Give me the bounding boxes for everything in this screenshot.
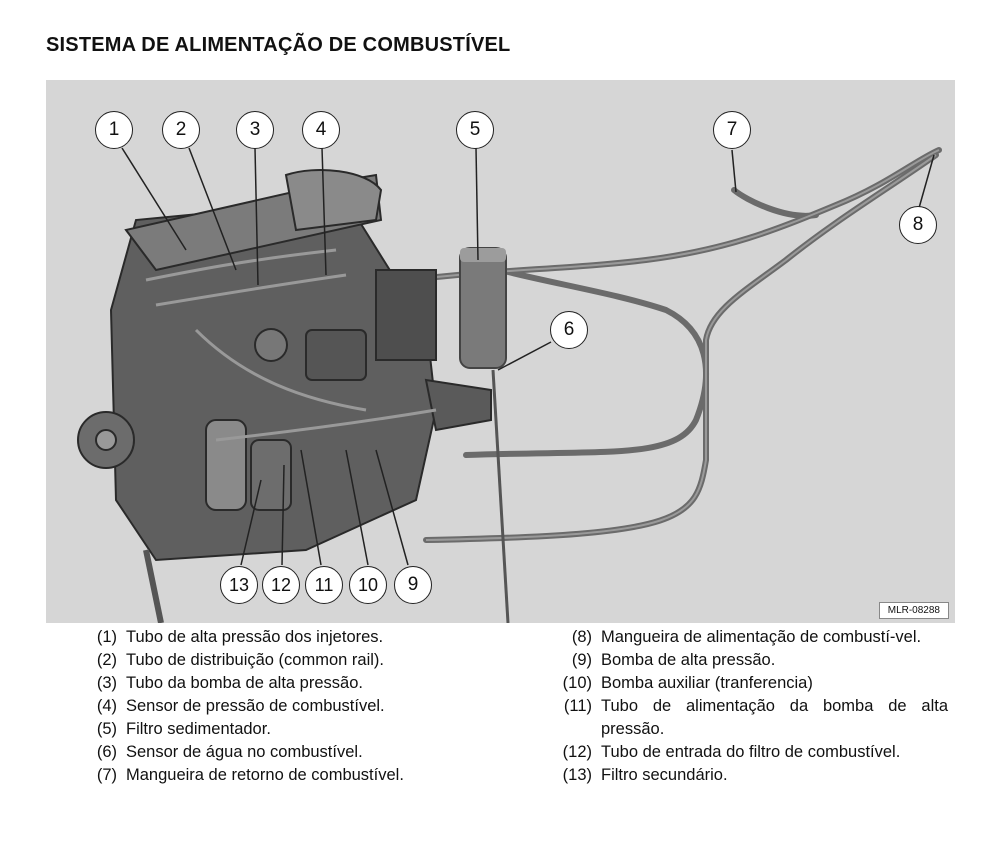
legend-number: (1): [96, 628, 117, 646]
legend-text: Tubo de alimentação da bomba de alta pre…: [601, 697, 948, 738]
callout-3: 3: [236, 111, 274, 149]
callout-10: 10: [349, 566, 387, 604]
callout-2: 2: [162, 111, 200, 149]
callout-9: 9: [394, 566, 432, 604]
legend-right: (8) Mangueira de alimentação de combustí-…: [556, 626, 950, 787]
legend-item: (12) Tubo de entrada do filtro de combust…: [556, 741, 950, 764]
legend-text: Bomba de alta pressão.: [601, 651, 776, 669]
legend-item: (8) Mangueira de alimentação de combustí-…: [556, 626, 950, 649]
engine-illustration: [77, 147, 942, 623]
callout-5: 5: [456, 111, 494, 149]
callout-1: 1: [95, 111, 133, 149]
legend-item: (3) Tubo da bomba de alta pressão.: [92, 672, 522, 695]
legend-text: Sensor de pressão de combustível.: [126, 697, 385, 715]
legend-text: Sensor de água no combustível.: [126, 743, 363, 761]
legend-number: (7): [96, 766, 117, 784]
legend-number: (13): [562, 766, 592, 784]
callout-7: 7: [713, 111, 751, 149]
callout-13: 13: [220, 566, 258, 604]
legend-number: (5): [96, 720, 117, 738]
legend-text: Bomba auxiliar (tranferencia): [601, 674, 813, 692]
legend-text: Filtro sedimentador.: [126, 720, 271, 738]
legend-number: (11): [563, 697, 592, 715]
legend-item: (4) Sensor de pressão de combustível.: [92, 695, 522, 718]
legend-item: (6) Sensor de água no combustível.: [92, 741, 522, 764]
legend-number: (4): [96, 697, 117, 715]
callout-11: 11: [305, 566, 343, 604]
legend-number: (10): [562, 674, 592, 692]
legend-left: (1) Tubo de alta pressão dos injetores. (…: [92, 626, 522, 787]
legend-text: Tubo da bomba de alta pressão.: [126, 674, 363, 692]
legend-item: (9) Bomba de alta pressão.: [556, 649, 950, 672]
legend-text: Tubo de entrada do filtro de combustível…: [601, 743, 901, 761]
legend-text: Mangueira de alimentação de combustí-vel…: [601, 628, 922, 646]
legend-item: (2) Tubo de distribuição (common rail).: [92, 649, 522, 672]
callout-6: 6: [550, 311, 588, 349]
legend-text: Tubo de distribuição (common rail).: [126, 651, 384, 669]
legend-item: (13) Filtro secundário.: [556, 764, 950, 787]
legend-text: Mangueira de retorno de combustível.: [126, 766, 404, 784]
legend-text: Tubo de alta pressão dos injetores.: [126, 628, 384, 646]
legend-number: (3): [96, 674, 117, 692]
callout-4: 4: [302, 111, 340, 149]
legend-number: (8): [571, 628, 592, 646]
legend-item: (1) Tubo de alta pressão dos injetores.: [92, 626, 522, 649]
callout-8: 8: [899, 206, 937, 244]
engine-fuel-system-figure: 1 2 3 4 5 6 7 8 9 10 11 12 13 MLR-08288: [46, 80, 955, 623]
legend-number: (6): [96, 743, 117, 761]
page-title: SISTEMA DE ALIMENTAÇÃO DE COMBUSTÍVEL: [46, 34, 511, 56]
legend-item: (10) Bomba auxiliar (tranferencia): [556, 672, 950, 695]
figure-id: MLR-08288: [878, 602, 949, 619]
legend-number: (9): [571, 651, 592, 669]
legend-text: Filtro secundário.: [601, 766, 728, 784]
legend-number: (2): [96, 651, 117, 669]
callout-12: 12: [262, 566, 300, 604]
legend-item: (5) Filtro sedimentador.: [92, 718, 522, 741]
legend-item: (7) Mangueira de retorno de combustível.: [92, 764, 522, 787]
legend-number: (12): [562, 743, 592, 761]
legend-item: (11) Tubo de alimentação da bomba de alta…: [556, 695, 950, 741]
